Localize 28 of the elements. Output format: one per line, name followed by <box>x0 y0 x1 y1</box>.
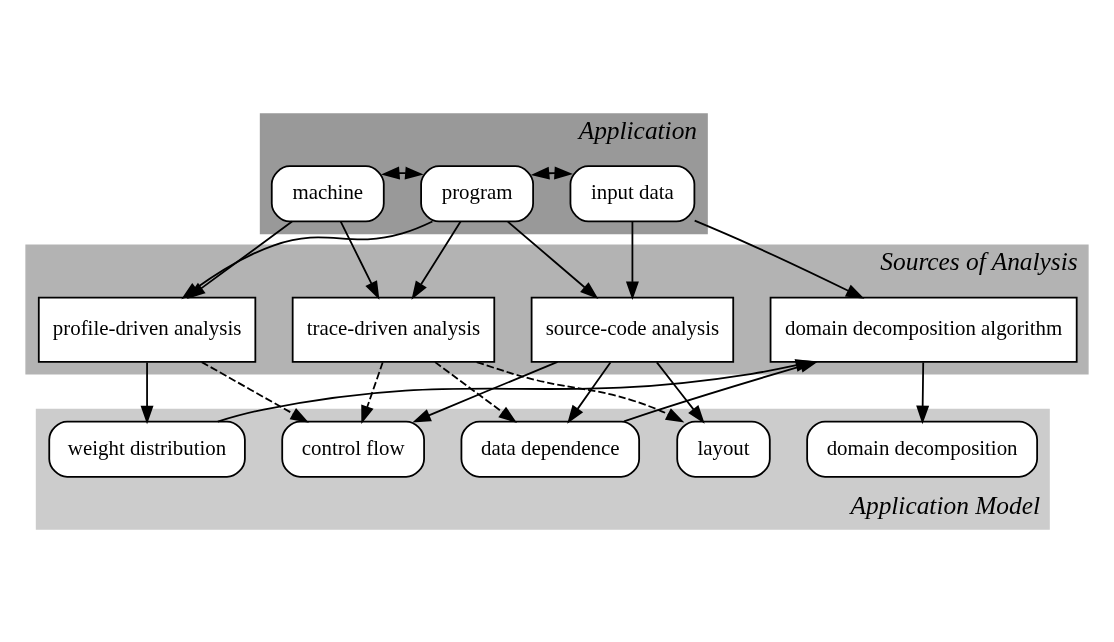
arrow <box>916 361 930 424</box>
arrow <box>381 166 424 180</box>
arrow <box>434 360 518 423</box>
arrow <box>200 360 309 423</box>
node-box: layout <box>676 420 771 478</box>
node-box: domain decomposition algorithm <box>769 296 1078 363</box>
arrow <box>693 219 865 299</box>
node-box: control flow <box>281 420 425 478</box>
arrow <box>475 360 685 423</box>
node-box: data dependence <box>460 420 641 478</box>
arrow <box>530 166 573 180</box>
arrow <box>625 220 639 300</box>
arrow <box>361 361 384 424</box>
arrow <box>339 220 380 300</box>
node-box: input data <box>569 164 696 222</box>
arrow <box>567 361 612 424</box>
node-box: trace-driven analysis <box>291 296 496 363</box>
node-box: profile-driven analysis <box>37 296 257 363</box>
node-box: source-code analysis <box>530 296 735 363</box>
arrow <box>411 220 462 300</box>
arrow <box>140 361 154 424</box>
node-box: program <box>420 164 534 222</box>
node-box: domain decomposition <box>806 420 1038 478</box>
arrow <box>412 360 559 422</box>
node-box: weight distribution <box>48 420 246 478</box>
arrow <box>655 361 705 424</box>
node-box: machine <box>270 164 385 222</box>
arrow <box>506 220 599 299</box>
